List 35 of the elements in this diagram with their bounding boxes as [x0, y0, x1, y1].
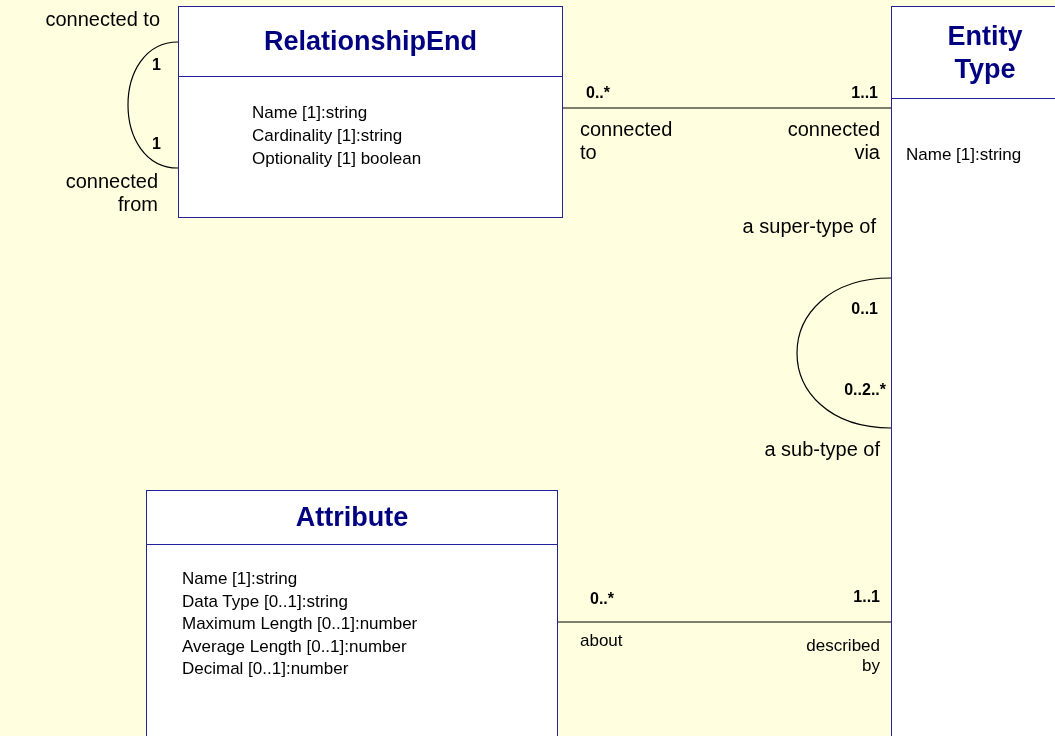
class-name: RelationshipEnd [263, 25, 478, 58]
role-label: connected via [786, 118, 880, 164]
multiplicity-label: 0..* [586, 84, 611, 103]
class-box [146, 490, 558, 736]
role-label: a sub-type of [763, 438, 880, 461]
role-label: described by [805, 636, 880, 676]
class-name: Entity Type [946, 20, 1024, 85]
association-line [557, 621, 892, 623]
multiplicity-label: 0..1 [850, 300, 878, 319]
role-label: a super-type of [741, 215, 876, 238]
role-label: connected from [64, 170, 158, 216]
self-association-line [127, 41, 179, 169]
attribute-text: Maximum Length [0..1]:number [182, 614, 418, 634]
role-label: connected to [580, 118, 674, 164]
role-label: about [580, 631, 624, 651]
attribute-text: Name [1]:string [906, 145, 1022, 165]
class-name: Attribute [294, 501, 410, 534]
self-association-line [796, 277, 892, 429]
attribute-text: Average Length [0..1]:number [182, 636, 407, 657]
multiplicity-label: 1 [152, 135, 162, 154]
role-label: connected to [44, 8, 160, 31]
multiplicity-label: 0..* [590, 590, 615, 609]
attribute-text: Cardinality [1]:string [252, 126, 403, 146]
multiplicity-label: 1..1 [850, 84, 878, 103]
association-line [562, 107, 892, 109]
attribute-text: Decimal [0..1]:number [182, 659, 349, 679]
attribute-text: Data Type [0..1]:string [182, 591, 348, 612]
multiplicity-label: 1..1 [852, 588, 880, 607]
class-box [178, 6, 563, 218]
multiplicity-label: 0..2..* [843, 381, 886, 400]
multiplicity-label: 1 [152, 56, 162, 75]
attribute-text: Optionality [1] boolean [252, 149, 422, 169]
class-box [891, 6, 1055, 736]
attribute-text: Name [1]:string [252, 103, 368, 123]
attribute-text: Name [1]:string [182, 569, 298, 589]
